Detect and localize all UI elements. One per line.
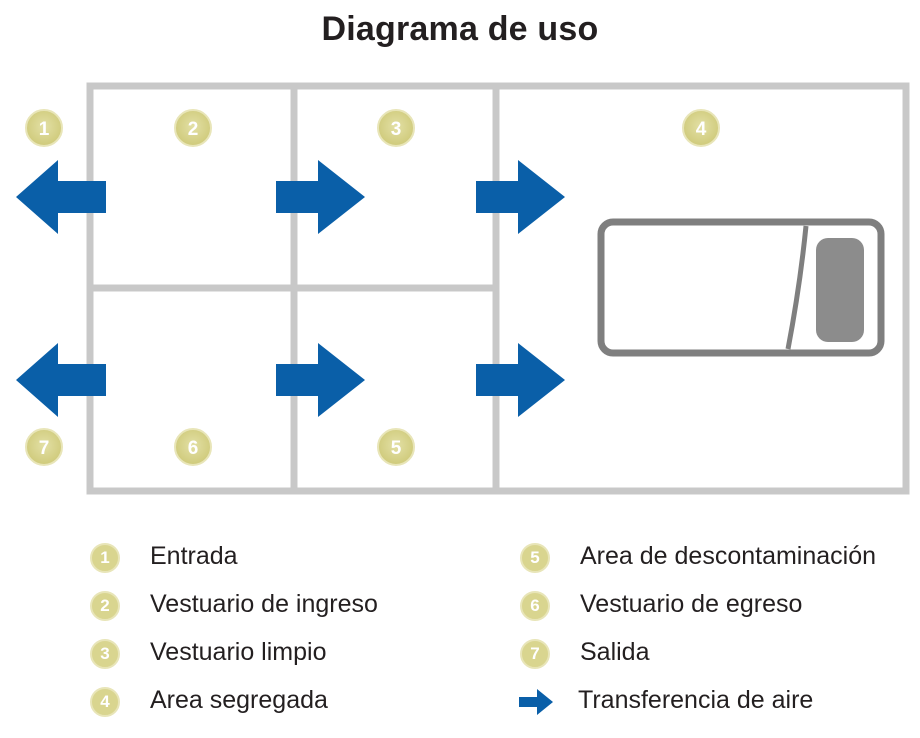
diagram-title: Diagrama de uso xyxy=(321,10,599,48)
zone-1-badge-icon: 1 xyxy=(90,543,120,573)
legend-label: Salida xyxy=(580,638,650,666)
zone-6-badge-icon: 6 xyxy=(520,591,550,621)
zone-number: 6 xyxy=(188,438,199,459)
legend-item-airflow: Transferencia de aire xyxy=(518,684,813,720)
zone-number: 1 xyxy=(39,119,50,140)
zone-number: 4 xyxy=(696,119,707,140)
legend-label: Area de descontaminación xyxy=(580,542,877,570)
legend-item-7: 7 Salida xyxy=(520,636,650,672)
legend-label: Vestuario de ingreso xyxy=(150,590,378,618)
zone-number: 7 xyxy=(39,438,50,459)
arrow-5-to-4-icon xyxy=(476,343,565,417)
legend-label: Transferencia de aire xyxy=(578,686,814,714)
legend-item-1: 1 Entrada xyxy=(90,540,238,576)
airflow-arrow-icon xyxy=(518,687,554,717)
vehicle-windshield xyxy=(816,238,864,342)
zone-5-badge-icon: 5 xyxy=(520,543,550,573)
zone-7-badge-icon: 7 xyxy=(520,639,550,669)
zone-number: 3 xyxy=(391,119,402,140)
legend-label: Vestuario de egreso xyxy=(580,590,803,618)
legend-label: Vestuario limpio xyxy=(150,638,327,666)
arrow-exit-salida-icon xyxy=(16,343,106,417)
vehicle-icon xyxy=(597,218,885,357)
arrow-6-to-5-icon xyxy=(276,343,365,417)
zone-3-badge-icon: 3 xyxy=(90,639,120,669)
arrow-3-to-4-icon xyxy=(476,160,565,234)
zone-3-badge-icon: 3 xyxy=(377,109,415,147)
legend-item-3: 3 Vestuario limpio xyxy=(90,636,326,672)
arrow-exit-entrance-icon xyxy=(16,160,106,234)
legend-item-2: 2 Vestuario de ingreso xyxy=(90,588,378,624)
legend-label: Area segregada xyxy=(150,686,328,714)
zone-2-badge-icon: 2 xyxy=(90,591,120,621)
zone-4-badge-icon: 4 xyxy=(682,109,720,147)
legend-label: Entrada xyxy=(150,542,238,570)
zone-number: 5 xyxy=(391,438,402,459)
zone-7-badge-icon: 7 xyxy=(25,428,63,466)
airflow-arrows xyxy=(16,160,565,417)
vehicle-cab-divider xyxy=(785,225,809,350)
zone-number: 2 xyxy=(188,119,199,140)
zone-badges: 1 2 3 4 5 6 7 xyxy=(25,109,720,466)
zone-6-badge-icon: 6 xyxy=(174,428,212,466)
legend-item-6: 6 Vestuario de egreso xyxy=(520,588,802,624)
zone-2-badge-icon: 2 xyxy=(174,109,212,147)
floor-plan-walls xyxy=(86,82,910,495)
vehicle-body xyxy=(597,218,885,357)
legend-item-5: 5 Area de descontaminación xyxy=(520,540,876,576)
zone-1-badge-icon: 1 xyxy=(25,109,63,147)
legend-item-4: 4 Area segregada xyxy=(90,684,328,720)
arrow-2-to-3-icon xyxy=(276,160,365,234)
zone-5-badge-icon: 5 xyxy=(377,428,415,466)
zone-4-badge-icon: 4 xyxy=(90,687,120,717)
